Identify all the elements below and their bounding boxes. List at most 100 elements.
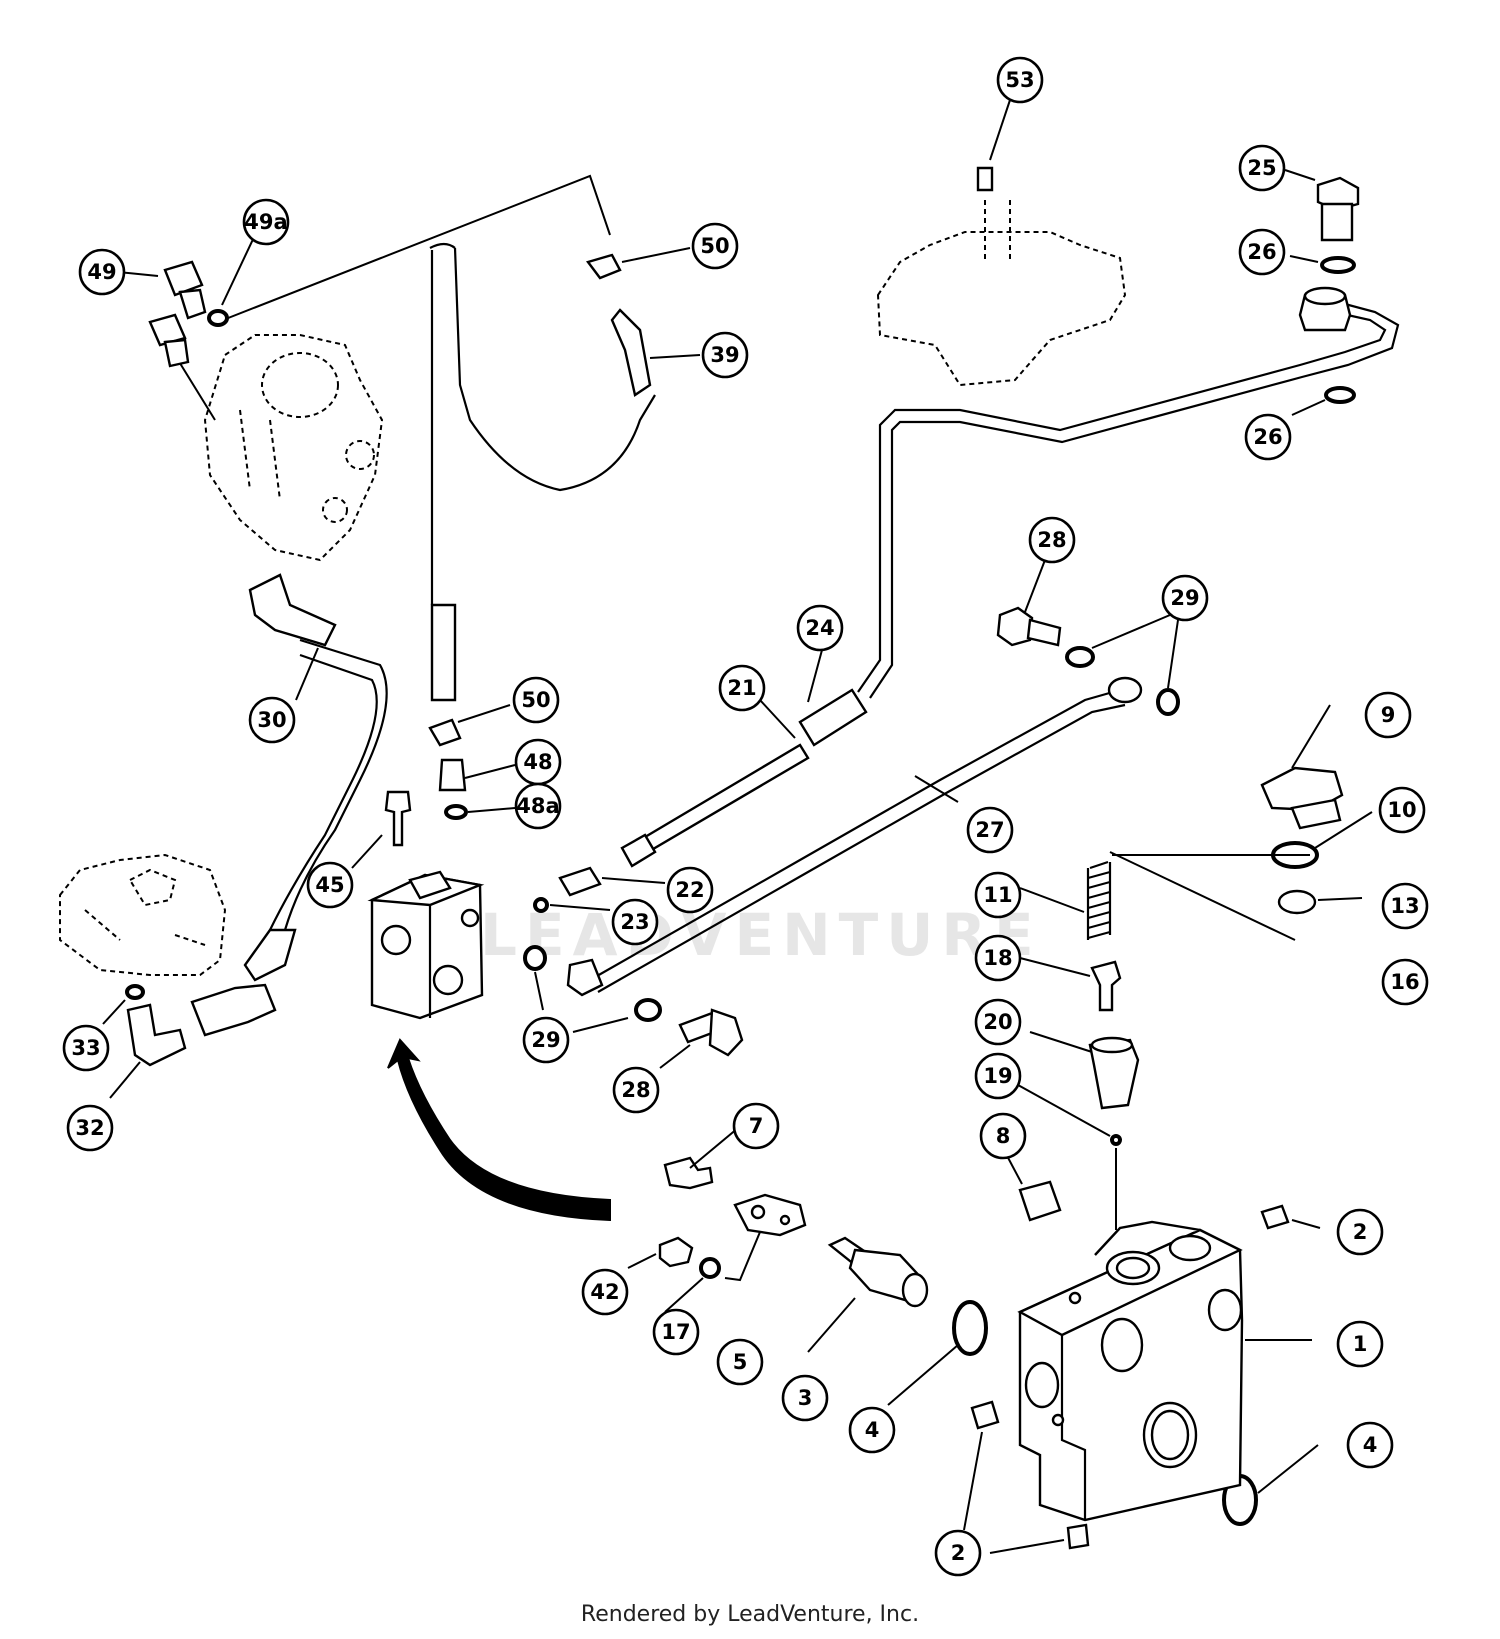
callout-20: 20 — [974, 998, 1022, 1046]
washer-17 — [699, 1257, 721, 1279]
svg-text:32: 32 — [75, 1116, 104, 1140]
o-ring-48a — [444, 804, 468, 820]
callout-7: 7 — [732, 1102, 780, 1150]
callout-22: 22 — [666, 866, 714, 914]
svg-text:53: 53 — [1005, 68, 1034, 92]
plug-2-upper — [1260, 1204, 1290, 1230]
callout-21: 21 — [718, 664, 766, 712]
o-ring-33 — [125, 984, 145, 1000]
curved-arrow — [387, 1038, 611, 1222]
washer-29-lower-b — [634, 998, 662, 1022]
svg-text:9: 9 — [1381, 703, 1396, 727]
plug-8 — [1018, 1180, 1062, 1222]
svg-text:13: 13 — [1390, 894, 1419, 918]
valve-body-1 — [1017, 1220, 1244, 1522]
callout-49a: 49a — [242, 198, 290, 246]
hose-21 — [638, 743, 810, 854]
svg-text:39: 39 — [710, 343, 739, 367]
washer-26-lower — [1324, 386, 1356, 404]
pump-housing-dashed — [203, 334, 384, 562]
banjo-bolt-28-upper — [996, 606, 1062, 647]
svg-text:3: 3 — [798, 1386, 813, 1410]
svg-text:33: 33 — [71, 1036, 100, 1060]
callout-48a: 48a — [514, 782, 562, 830]
svg-text:4: 4 — [865, 1418, 880, 1442]
plug-2-bottom — [1066, 1523, 1090, 1550]
callout-53: 53 — [996, 56, 1044, 104]
svg-text:10: 10 — [1387, 798, 1416, 822]
svg-text:49: 49 — [87, 260, 116, 284]
callout-26: 26 — [1238, 228, 1286, 276]
callout-11: 11 — [974, 871, 1022, 919]
fitting-48 — [438, 758, 467, 792]
svg-text:45: 45 — [315, 873, 344, 897]
seal-13 — [1277, 889, 1317, 915]
svg-text:26: 26 — [1247, 240, 1276, 264]
callout-5: 5 — [716, 1338, 764, 1386]
solenoid-cartridge-3 — [827, 1236, 929, 1308]
callout-24: 24 — [796, 604, 844, 652]
callout-19: 19 — [974, 1052, 1022, 1100]
svg-text:27: 27 — [975, 818, 1004, 842]
o-ring-49a — [207, 309, 229, 327]
svg-text:50: 50 — [700, 234, 729, 258]
leader-lines — [102, 99, 1373, 1554]
nut-42 — [658, 1236, 694, 1268]
svg-text:28: 28 — [621, 1078, 650, 1102]
hose-coupler — [190, 983, 277, 1037]
seat-20 — [1088, 1038, 1140, 1110]
callout-23: 23 — [611, 898, 659, 946]
poppet-18 — [1090, 960, 1122, 1012]
washer-29-upper-b — [1156, 688, 1180, 716]
spring-11 — [1086, 860, 1112, 940]
svg-text:5: 5 — [733, 1350, 748, 1374]
fitting-24 — [798, 688, 868, 747]
callout-39: 39 — [701, 331, 749, 379]
o-ring-23 — [533, 897, 549, 913]
svg-text:16: 16 — [1390, 970, 1419, 994]
callout-48: 48 — [514, 738, 562, 786]
svg-text:23: 23 — [620, 910, 649, 934]
svg-text:21: 21 — [727, 676, 756, 700]
plug-2-left — [970, 1400, 1000, 1430]
svg-text:42: 42 — [590, 1280, 619, 1304]
callout-2: 2 — [934, 1529, 982, 1577]
bracket-5 — [733, 1193, 807, 1237]
upper-housing-dashed — [876, 200, 1127, 387]
o-ring-4-left — [952, 1300, 988, 1356]
callout-4: 4 — [848, 1406, 896, 1454]
svg-text:19: 19 — [983, 1064, 1012, 1088]
svg-text:29: 29 — [1170, 586, 1199, 610]
callout-49: 49 — [78, 248, 126, 296]
svg-text:1: 1 — [1353, 1332, 1368, 1356]
callout-50: 50 — [691, 222, 739, 270]
motor-housing-dashed — [59, 853, 227, 976]
callout-28: 28 — [1028, 516, 1076, 564]
callout-45: 45 — [306, 861, 354, 909]
callout-10: 10 — [1378, 786, 1426, 834]
fitting-7 — [663, 1156, 714, 1190]
plug-9 — [1260, 766, 1344, 812]
svg-text:8: 8 — [996, 1124, 1011, 1148]
washer-29-upper-a — [1065, 646, 1095, 668]
callout-16: 16 — [1381, 958, 1429, 1006]
svg-text:18: 18 — [983, 946, 1012, 970]
callout-32: 32 — [66, 1104, 114, 1152]
svg-text:50: 50 — [521, 688, 550, 712]
suction-hose — [430, 247, 656, 605]
callout-26: 26 — [1244, 413, 1292, 461]
callout-2: 2 — [1336, 1208, 1384, 1256]
svg-text:30: 30 — [257, 708, 286, 732]
svg-text:17: 17 — [661, 1320, 690, 1344]
callout-30: 30 — [248, 696, 296, 744]
banjo-bolt-28-lower — [678, 1008, 744, 1057]
svg-text:29: 29 — [531, 1028, 560, 1052]
callout-8: 8 — [979, 1112, 1027, 1160]
callout-3: 3 — [781, 1374, 829, 1422]
callout-28: 28 — [612, 1066, 660, 1114]
clamp-50-upper — [586, 253, 622, 280]
callout-29: 29 — [522, 1016, 570, 1064]
svg-text:25: 25 — [1247, 156, 1276, 180]
svg-text:48: 48 — [523, 750, 552, 774]
